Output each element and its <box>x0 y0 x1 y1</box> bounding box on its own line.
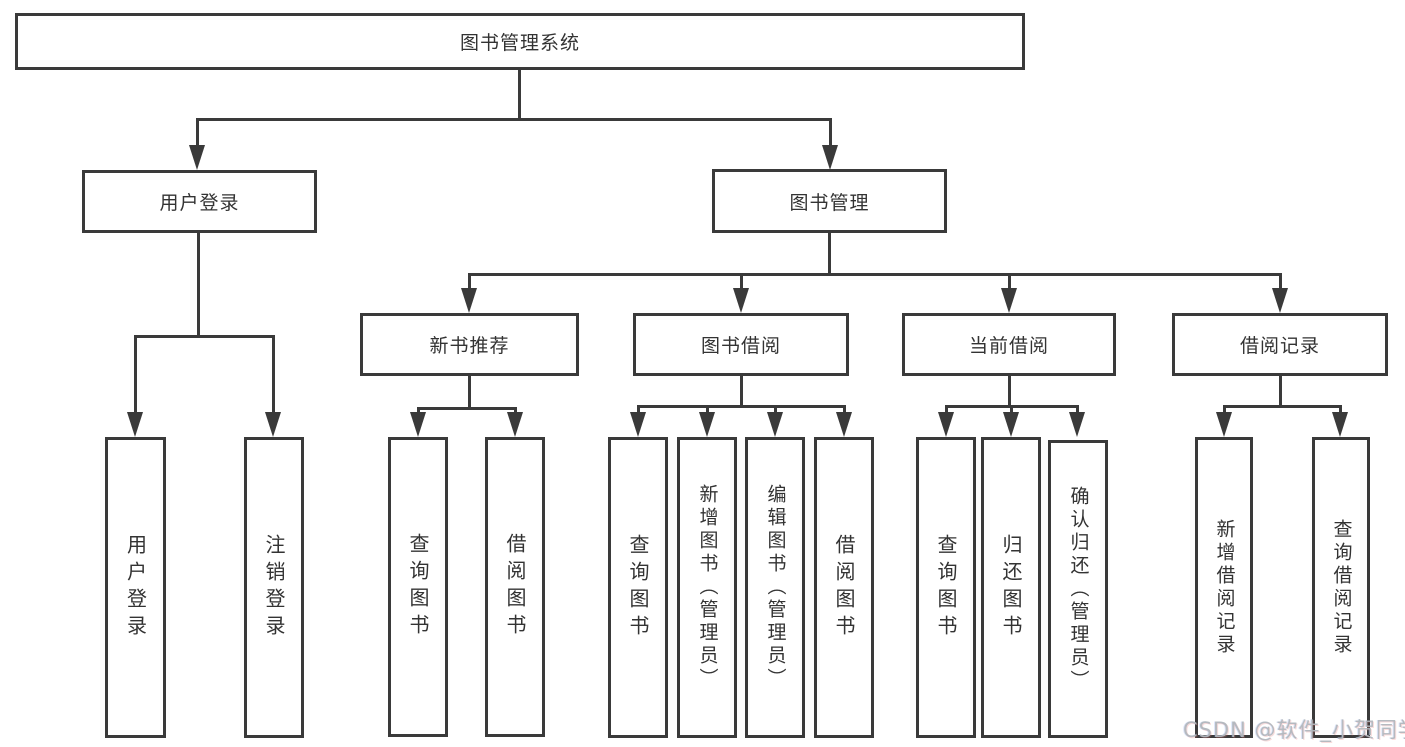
arrowhead-rec-query <box>410 412 426 437</box>
leaf-br-add-record: 新增借阅记录 <box>1195 437 1253 738</box>
node-root: 图书管理系统 <box>15 13 1025 70</box>
arrowhead-logout <box>265 412 281 437</box>
arrowhead-current-borrow <box>1001 288 1017 313</box>
arrowhead-bb-borrow <box>836 412 852 437</box>
csdn-watermark: CSDN @软件_小贺同学 <box>1183 718 1405 742</box>
connector-book-mgmt-spread <box>468 273 1282 276</box>
connector-drop-current-borrow <box>1008 273 1011 291</box>
arrowhead-borrow-records <box>1272 288 1288 313</box>
connector-drop-new-book-rec <box>468 273 471 291</box>
leaf-login: 用户登录 <box>105 437 166 738</box>
leaf-cb-return-book-label: 归还图书 <box>999 533 1023 642</box>
leaf-bb-borrow-book: 借阅图书 <box>814 437 874 738</box>
node-book-borrow: 图书借阅 <box>633 313 849 376</box>
connector-drop-borrow-records <box>1279 273 1282 291</box>
leaf-rec-borrow-book-label: 借阅图书 <box>503 533 527 641</box>
leaf-login-label: 用户登录 <box>123 533 148 642</box>
leaf-cb-confirm-return-label: 确认归还（管理员） <box>1067 485 1090 693</box>
node-new-book-rec: 新书推荐 <box>360 313 579 376</box>
connector-drop-logout <box>272 335 275 413</box>
connector-borrow-records-stub <box>1279 376 1282 405</box>
connector-drop-br-add <box>1223 405 1226 414</box>
arrowhead-cb-return <box>1003 412 1019 437</box>
arrowhead-bb-query <box>630 412 646 437</box>
connector-user-login-spread <box>134 335 275 338</box>
arrowhead-login <box>127 412 143 437</box>
node-book-mgmt: 图书管理 <box>712 169 947 233</box>
arrowhead-cb-confirm <box>1069 412 1085 437</box>
leaf-br-query-record: 查询借阅记录 <box>1312 437 1370 738</box>
connector-drop-rec-borrow <box>514 407 517 415</box>
leaf-br-query-record-label: 查询借阅记录 <box>1330 518 1353 657</box>
arrowhead-user-login <box>189 145 205 170</box>
leaf-bb-add-book-label: 新增图书（管理员） <box>696 484 719 691</box>
node-root-label: 图书管理系统 <box>459 32 580 54</box>
connector-book-borrow-stub <box>740 376 743 405</box>
connector-drop-br-query <box>1339 405 1342 414</box>
connector-drop-bb-add <box>706 405 709 414</box>
connector-drop-bb-query <box>637 405 640 414</box>
connector-drop-rec-query <box>417 407 420 415</box>
leaf-rec-query-book: 查询图书 <box>388 437 448 737</box>
connector-drop-book-borrow <box>740 273 743 291</box>
leaf-bb-edit-book-label: 编辑图书（管理员） <box>764 484 787 691</box>
connector-drop-login <box>134 335 137 413</box>
arrowhead-rec-borrow <box>507 412 523 437</box>
connector-new-book-rec-stub <box>468 376 471 407</box>
leaf-rec-borrow-book: 借阅图书 <box>485 437 545 737</box>
leaf-rec-query-book-label: 查询图书 <box>406 533 430 641</box>
leaf-br-add-record-label: 新增借阅记录 <box>1213 518 1236 657</box>
leaf-bb-borrow-book-label: 借阅图书 <box>832 533 856 642</box>
connector-root-spread <box>196 118 832 121</box>
leaf-bb-edit-book: 编辑图书（管理员） <box>745 437 805 738</box>
connector-drop-book-mgmt <box>829 118 832 148</box>
connector-drop-cb-confirm <box>1076 405 1079 414</box>
node-current-borrow: 当前借阅 <box>902 313 1116 376</box>
node-borrow-records: 借阅记录 <box>1172 313 1388 376</box>
leaf-bb-add-book: 新增图书（管理员） <box>677 437 737 738</box>
node-user-login-label: 用户登录 <box>159 192 240 214</box>
node-book-borrow-label: 图书借阅 <box>700 335 781 357</box>
connector-user-login-stub <box>197 233 200 335</box>
arrowhead-br-query <box>1332 412 1348 437</box>
connector-root-stub <box>518 70 521 118</box>
arrowhead-cb-query <box>938 412 954 437</box>
arrowhead-new-book-rec <box>461 288 477 313</box>
connector-drop-bb-edit <box>774 405 777 414</box>
connector-borrow-records-spread <box>1223 405 1342 408</box>
arrowhead-book-mgmt <box>822 145 838 170</box>
connector-book-mgmt-stub <box>828 233 831 273</box>
leaf-logout-label: 注销登录 <box>262 533 286 642</box>
connector-drop-cb-return <box>1010 405 1013 414</box>
node-book-mgmt-label: 图书管理 <box>789 191 870 214</box>
connector-drop-user-login <box>196 118 199 148</box>
arrowhead-br-add <box>1216 412 1232 437</box>
node-current-borrow-label: 当前借阅 <box>968 335 1049 357</box>
leaf-cb-query-book: 查询图书 <box>916 437 976 738</box>
arrowhead-book-borrow <box>733 288 749 313</box>
connector-current-borrow-stub <box>1008 376 1011 405</box>
connector-drop-cb-query <box>945 405 948 414</box>
leaf-logout: 注销登录 <box>244 437 304 738</box>
arrowhead-bb-edit <box>767 412 783 437</box>
node-borrow-records-label: 借阅记录 <box>1239 335 1320 357</box>
arrowhead-bb-add <box>699 412 715 437</box>
leaf-cb-query-book-label: 查询图书 <box>934 533 958 642</box>
leaf-bb-query-book: 查询图书 <box>608 437 668 738</box>
node-user-login: 用户登录 <box>82 170 317 233</box>
connector-drop-bb-borrow <box>843 405 846 414</box>
leaf-bb-query-book-label: 查询图书 <box>626 533 650 642</box>
leaf-cb-return-book: 归还图书 <box>981 437 1041 738</box>
node-new-book-rec-label: 新书推荐 <box>429 335 510 357</box>
connector-new-book-rec-spread <box>417 407 517 410</box>
connector-book-borrow-spread <box>637 405 846 408</box>
leaf-cb-confirm-return: 确认归还（管理员） <box>1048 440 1108 738</box>
